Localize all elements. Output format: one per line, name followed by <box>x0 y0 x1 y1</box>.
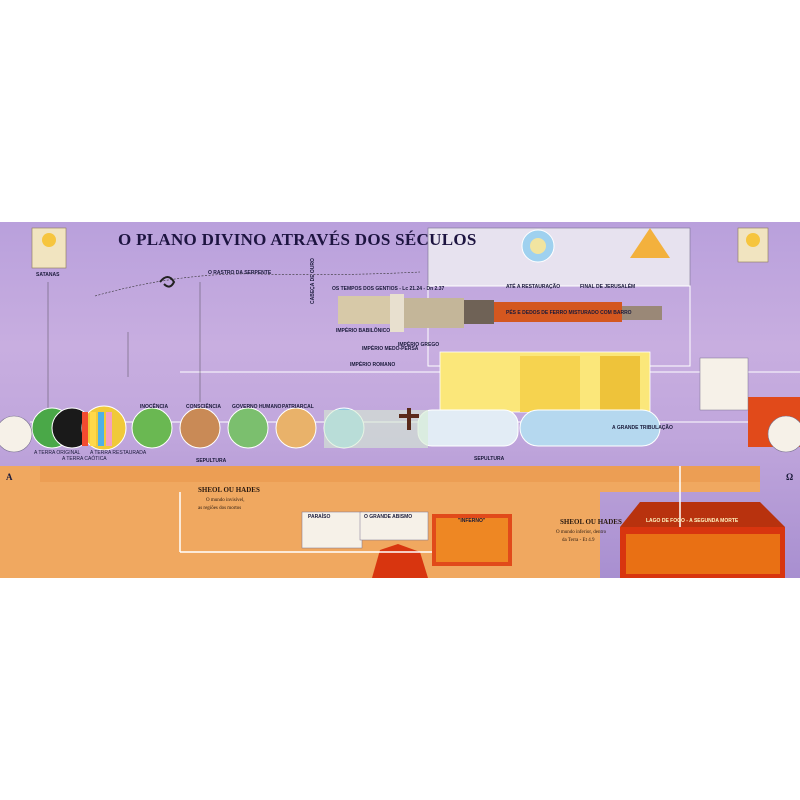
throne-right-glow <box>746 233 760 247</box>
sheol-left-title: SHEOL OU HADES <box>198 486 260 494</box>
age-circle-inocencia <box>131 407 173 449</box>
paraiso-label: PARAÍSO <box>308 514 331 520</box>
gentios-label: OS TEMPOS DOS GENTIOS - Lc 21.24 - Dn 2.… <box>332 286 445 292</box>
throne-glow <box>42 233 56 247</box>
serpent-label: O RASTRO DA SERPENTE <box>208 270 272 276</box>
restored-stripe-2 <box>90 412 96 446</box>
restored-stripe-4 <box>106 412 112 446</box>
age-circle-patriarcal <box>275 407 317 449</box>
statue-belly <box>404 298 464 328</box>
alpha-symbol: A <box>6 472 13 482</box>
age-circle-consciencia <box>179 407 221 449</box>
poster-title: O PLANO DIVINO ATRAVÉS DOS SÉCULOS <box>118 230 477 249</box>
statue-legs <box>494 302 622 322</box>
age-label-restored: A TERRA RESTAURADA <box>90 450 147 456</box>
statue-grego-label: IMPÉRIO GREGO <box>398 342 440 348</box>
lago-flames <box>626 534 780 574</box>
right-info-box <box>699 357 749 411</box>
paraiso-box <box>301 511 363 549</box>
restored-stripe-1 <box>82 412 88 446</box>
grande-tribulacao-label: A GRANDE TRIBULAÇÃO <box>612 425 673 431</box>
age-label-original: A TERRA ORIGINAL <box>34 450 81 456</box>
statue-medo-persa-label: IMPÉRIO MEDO-PERSA <box>362 346 419 352</box>
inferno-label: "INFERNO" <box>458 518 486 524</box>
restored-stripe-3 <box>98 412 104 446</box>
sepultura-left-label: SEPULTURA <box>196 458 227 464</box>
statue-cabeca-label: CABEÇA DE OURO <box>310 258 316 304</box>
serpent-icon <box>159 276 176 288</box>
lago-top <box>620 502 785 527</box>
sepultura-mid-label: SEPULTURA <box>474 456 505 462</box>
pes-label: PÉS E DEDOS DE FERRO MISTURADO COM BARRO <box>506 310 632 316</box>
angel-figure <box>530 238 546 254</box>
restauracao-label: ATÉ A RESTAURAÇÃO <box>506 284 561 290</box>
serpent-path <box>94 271 421 297</box>
statue-thighs <box>464 300 494 324</box>
lago-label: LAGO DE FOGO - A SEGUNDA MORTE <box>646 518 739 524</box>
poster-artwork <box>0 227 800 578</box>
statue-romano-label: IMPÉRIO ROMANO <box>350 362 396 368</box>
sheol-band <box>40 466 760 482</box>
grande-abismo-label: O GRANDE ABISMO <box>364 514 413 520</box>
cross-vertical <box>407 408 411 430</box>
omega-circle <box>767 415 800 453</box>
statue-chest <box>338 296 398 324</box>
age-label-chaotic: A TERRA CAÓTICA <box>62 456 107 462</box>
cross-horizontal <box>399 414 419 418</box>
pyramid-icon <box>630 228 670 258</box>
sheol-right-sub2: da Terra - Et 4.9 <box>562 538 595 543</box>
alpha-circle <box>0 415 33 453</box>
omega-symbol: Ω <box>786 472 794 482</box>
age-circle-governo <box>227 407 269 449</box>
age-label-governo: GOVERNO HUMANO <box>232 404 282 410</box>
statue-babilonico-label: IMPÉRIO BABILÔNICO <box>336 328 391 334</box>
age-label-patriarcal: PATRIARCAL <box>282 404 314 410</box>
inferno-flames <box>436 518 508 562</box>
age-label-inocencia: INOCÊNCIA <box>140 404 169 410</box>
rapture-globe <box>417 409 519 447</box>
sheol-left-sub2: as regiões dos mortos <box>198 506 242 511</box>
abismo-box <box>359 511 429 541</box>
millennium-chart-block-2 <box>600 356 640 412</box>
sheol-right-sub1: O mundo inferior, dentro <box>556 530 607 535</box>
sheol-left-sub1: O mundo invisível, <box>206 498 245 503</box>
sheol-right-title: SHEOL OU HADES <box>560 518 622 526</box>
statue-feet <box>622 306 662 320</box>
jerusalem-label: FINAL DE JERUSALÉM <box>580 284 636 290</box>
statue-torso <box>390 294 404 332</box>
age-label-consciencia: CONSCIÊNCIA <box>186 404 222 410</box>
satanas-label: SATANAS <box>36 272 60 278</box>
tribulation-globe <box>519 409 661 447</box>
poster: O PLANO DIVINO ATRAVÉS DOS SÉCULOS O RAS… <box>0 222 800 578</box>
millennium-chart-block <box>520 356 580 412</box>
